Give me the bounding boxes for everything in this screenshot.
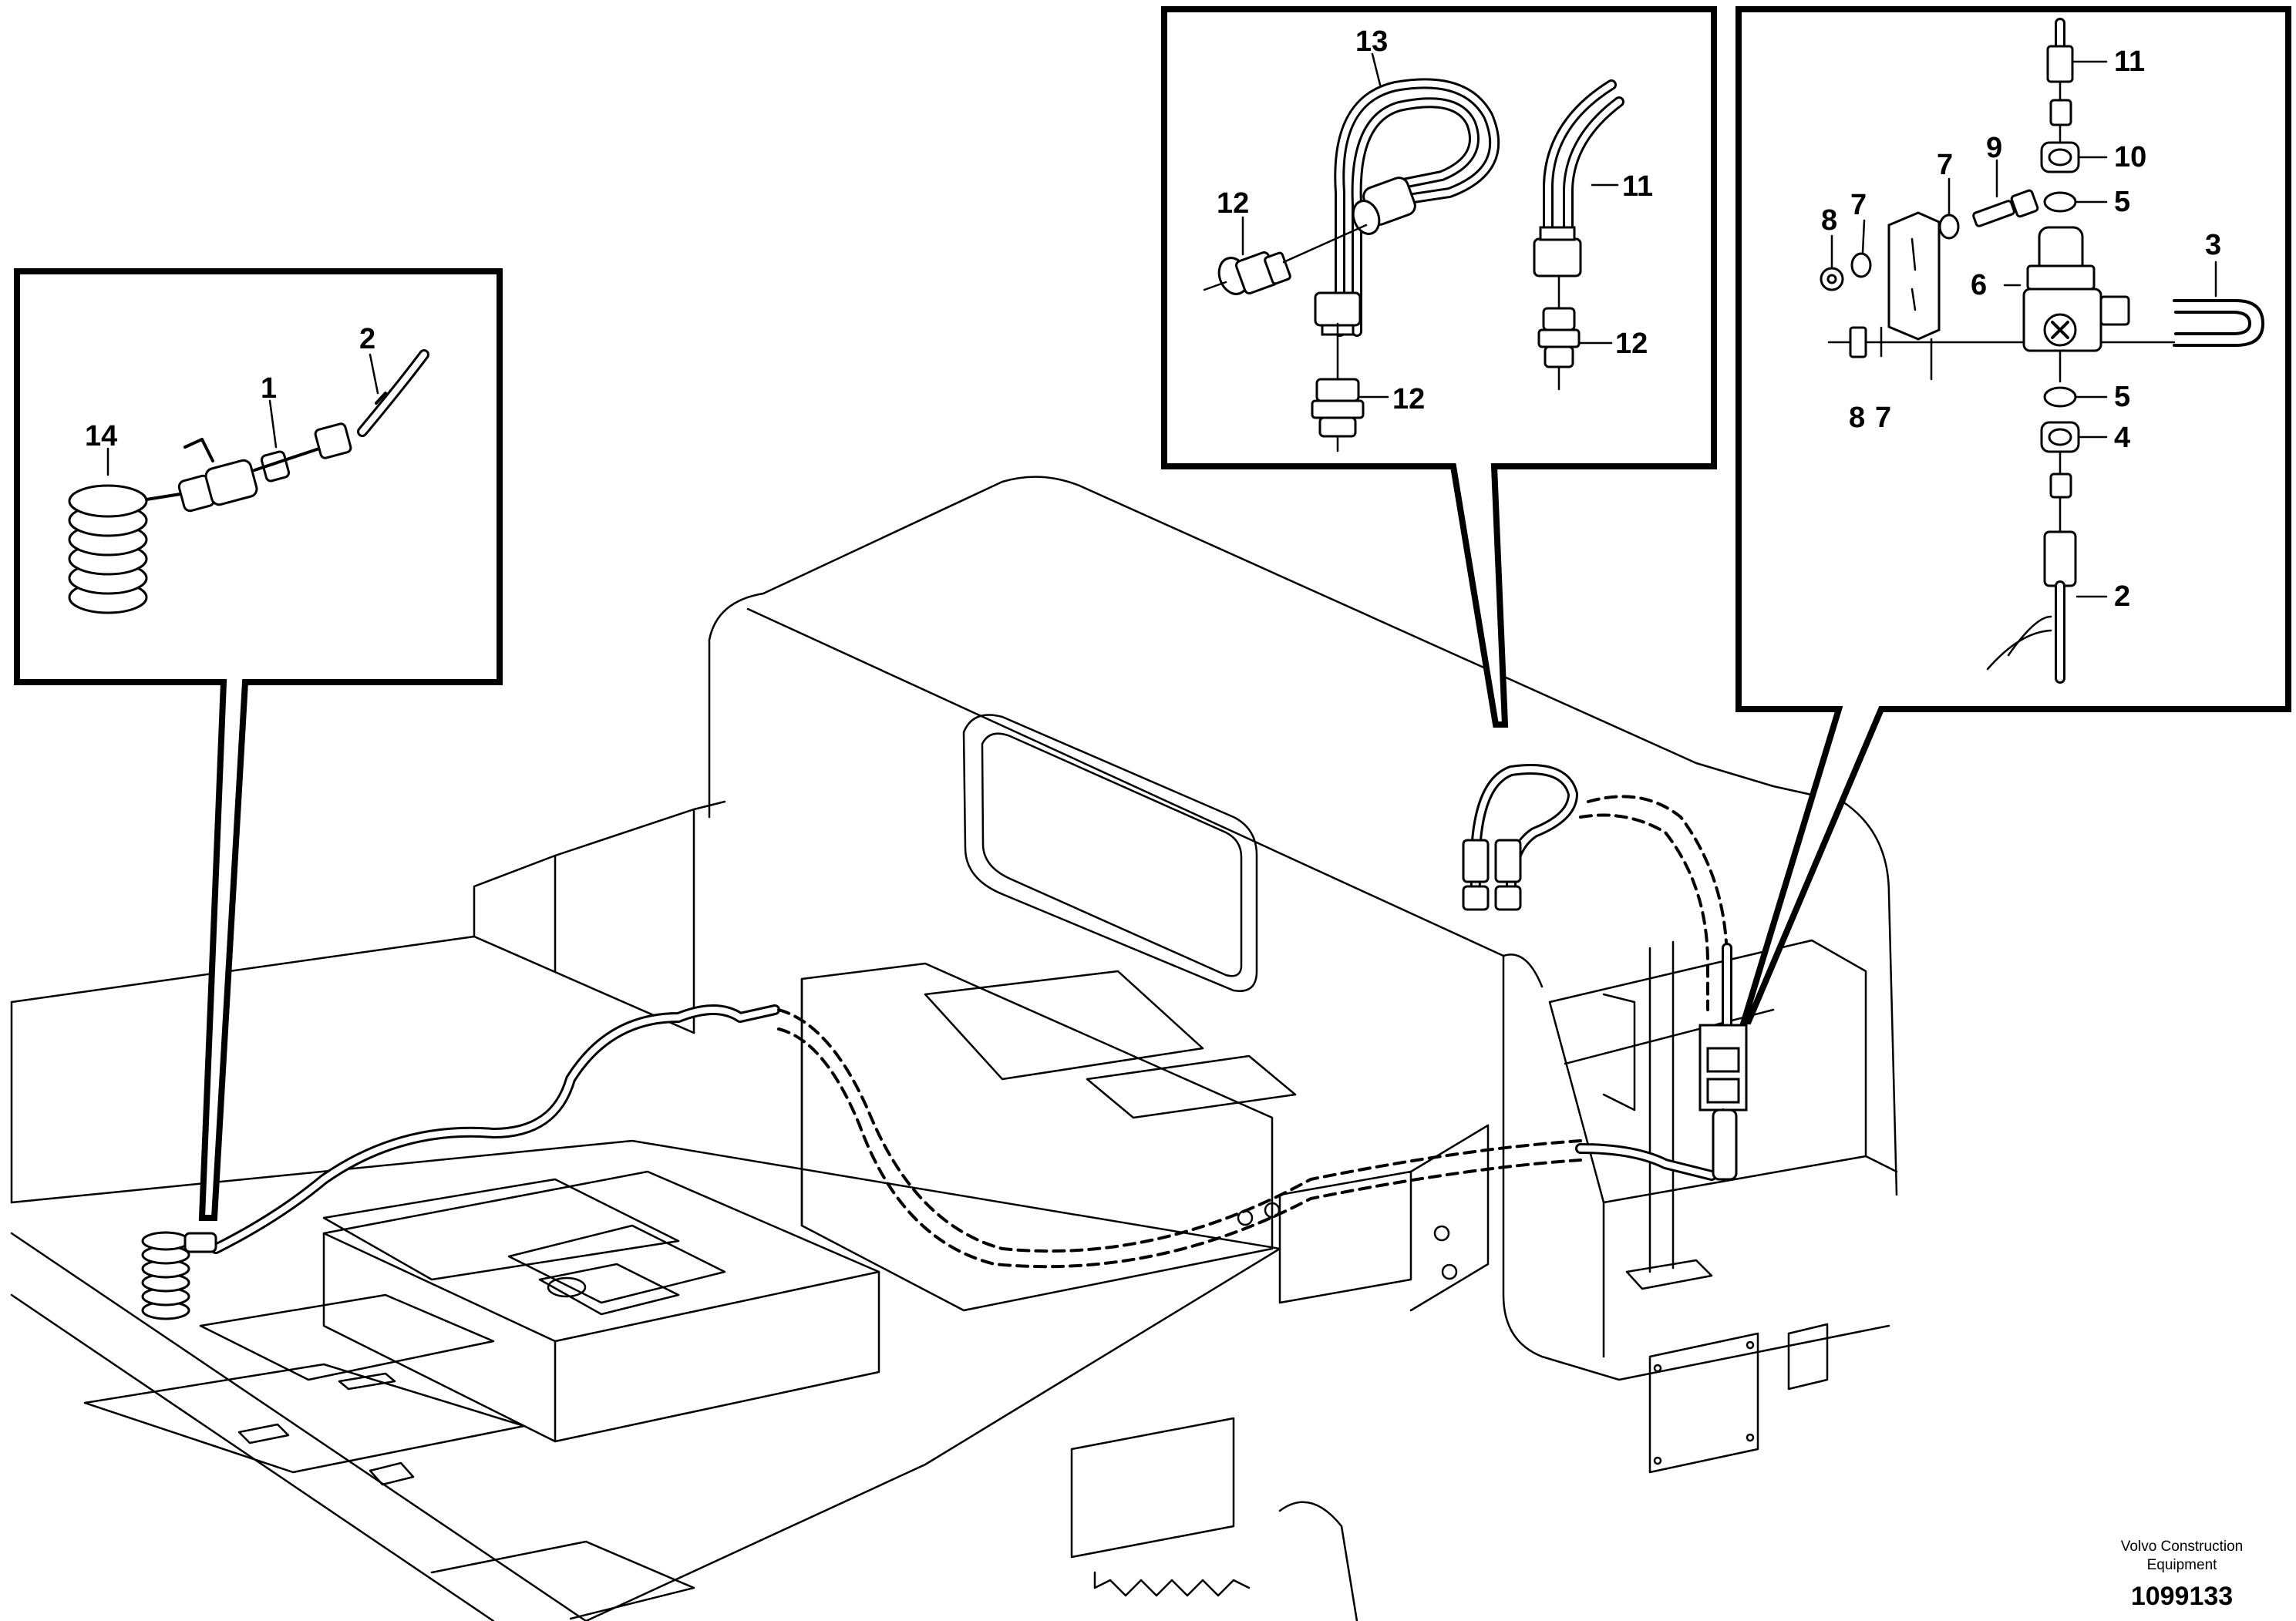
document-number: 1099133: [2131, 1582, 2233, 1611]
label-item-8-top: 8: [1821, 204, 1837, 237]
label-item-7-mid: 7: [1850, 189, 1867, 221]
hose-routing: [141, 764, 1748, 1320]
label-item-12-left: 12: [1217, 187, 1249, 220]
label-item-4: 4: [2114, 422, 2130, 454]
coil-spring-part: [68, 484, 187, 614]
label-item-13: 13: [1355, 25, 1388, 58]
label-item-5-top: 5: [2114, 186, 2130, 218]
label-item-1: 1: [261, 372, 277, 405]
coil-on-floor: [141, 1231, 217, 1320]
footer: Volvo Construction Equipment 1099133: [2121, 1539, 2243, 1611]
left-inset-callout: 14 1 2: [14, 268, 503, 1221]
label-item-6: 6: [1971, 269, 1987, 301]
label-item-8-bottom: 8: [1849, 402, 1865, 434]
label-item-12-bottom: 12: [1392, 383, 1425, 415]
label-item-2-right: 2: [2114, 580, 2130, 613]
right-inset-callout: 11 10 9 7 7 8 5 3 6 8 7 5 4 2: [1735, 6, 2291, 1024]
label-item-2: 2: [359, 323, 375, 355]
label-item-12-right: 12: [1615, 328, 1648, 360]
center-inset-callout: 13 12 11 12 12: [1161, 6, 1717, 728]
label-item-7-top: 7: [1937, 149, 1953, 181]
label-item-7-bottom: 7: [1875, 402, 1891, 434]
label-item-10: 10: [2114, 141, 2146, 173]
label-item-14: 14: [85, 420, 117, 452]
label-item-5-bottom: 5: [2114, 381, 2130, 413]
machine-frame-drawing: [10, 476, 1898, 1621]
brand-line-2: Equipment: [2147, 1557, 2218, 1573]
label-item-9: 9: [1986, 132, 2002, 164]
label-item-3: 3: [2205, 229, 2221, 261]
label-item-11-right: 11: [2114, 45, 2145, 78]
label-item-11-center: 11: [1622, 170, 1653, 203]
brand-line-1: Volvo Construction: [2121, 1539, 2243, 1555]
